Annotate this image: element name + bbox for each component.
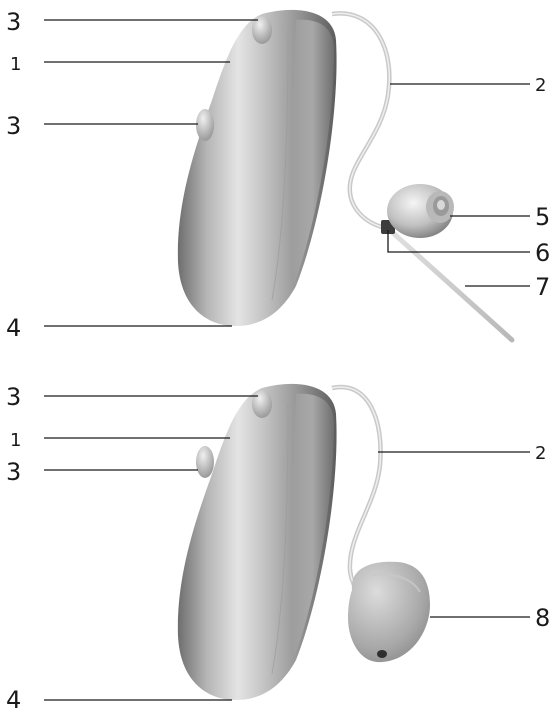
dome — [387, 184, 454, 238]
label-4-top: 4 — [6, 314, 21, 342]
label-1-top: 1 — [10, 54, 21, 75]
bottom-button — [196, 446, 214, 478]
hearing-aid-with-dome — [178, 10, 512, 340]
label-3-top: 3 — [6, 8, 21, 36]
label-3b-bottom: 3 — [6, 458, 21, 486]
top-button — [252, 390, 272, 418]
label-3-bottom: 3 — [6, 383, 21, 411]
label-7: 7 — [535, 273, 550, 301]
bottom-button — [196, 109, 214, 141]
label-6: 6 — [535, 239, 550, 267]
label-3b-top: 3 — [6, 112, 21, 140]
label-4-bottom: 4 — [6, 686, 21, 711]
hearing-aid-with-earmold — [178, 384, 430, 700]
earmold — [348, 562, 430, 662]
label-8: 8 — [535, 604, 550, 632]
label-1-bottom: 1 — [10, 430, 21, 451]
label-2-bottom: 2 — [535, 443, 546, 464]
label-5: 5 — [535, 203, 550, 231]
label-2-top: 2 — [535, 75, 546, 96]
